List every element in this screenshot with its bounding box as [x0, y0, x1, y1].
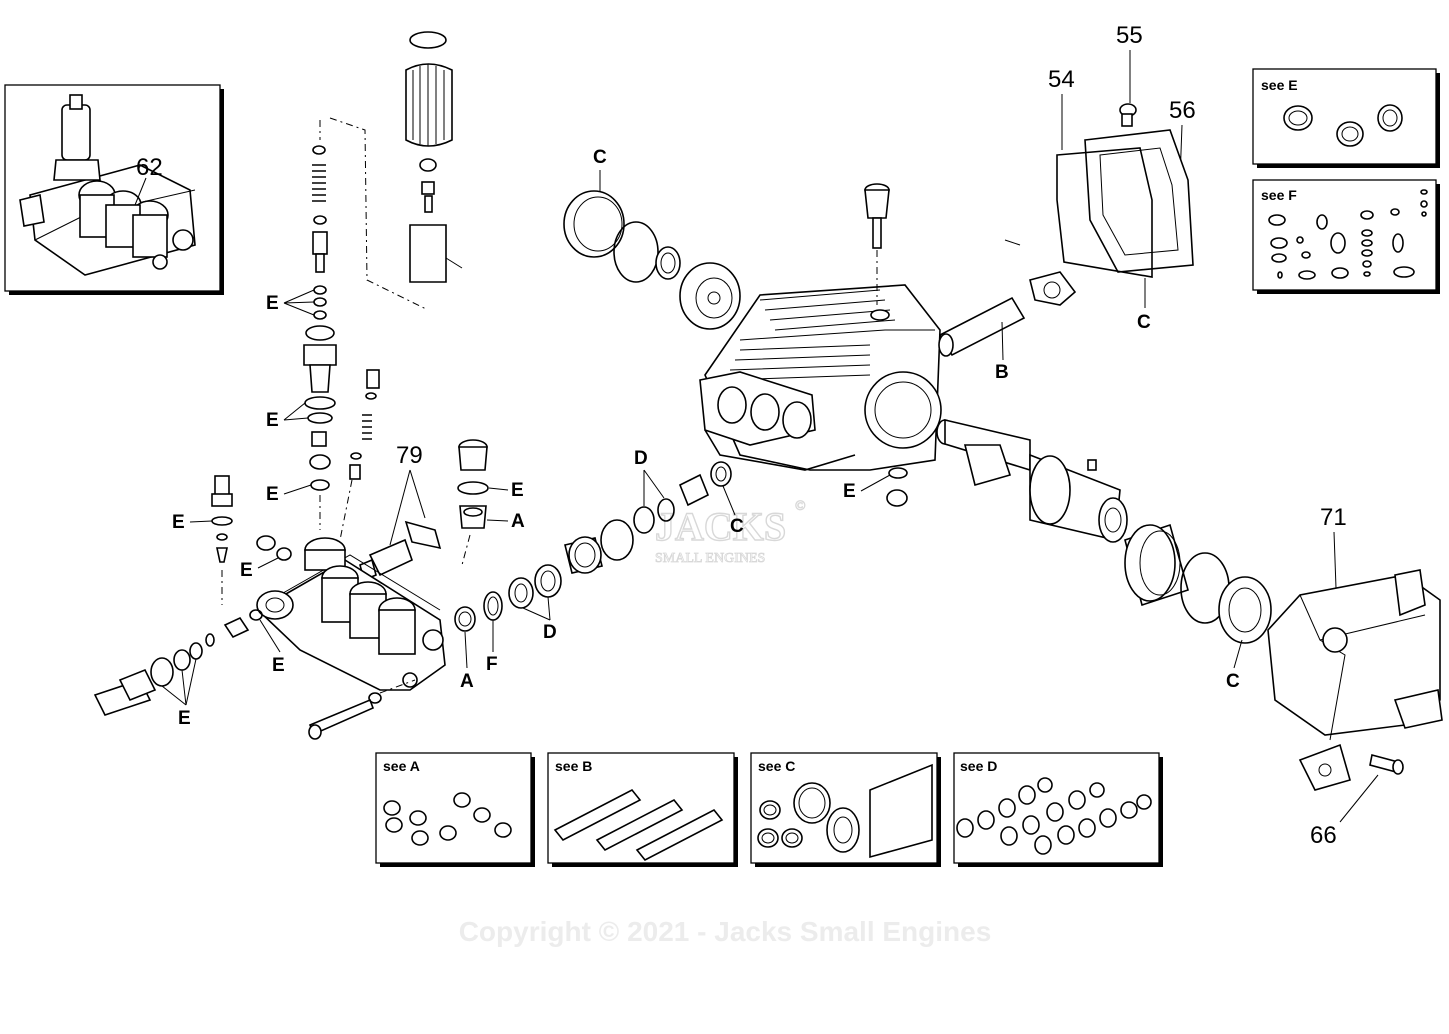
kit-label-c-4: C [1226, 671, 1240, 692]
kit-box-c[interactable]: see C [750, 752, 941, 867]
kit-label-c-3: C [1137, 312, 1151, 333]
connecting-rod[interactable]: B [938, 239, 1077, 383]
kit-label-e-9: E [843, 481, 856, 502]
watermark-logo-sub: SMALL ENGINES [655, 551, 765, 566]
manifold-head[interactable]: E [223, 537, 446, 740]
watermark: JACKS © SMALL ENGINES Copyright © 2021 -… [459, 499, 992, 947]
watermark-logo: JACKS [655, 504, 786, 549]
left-fittings[interactable]: E E [172, 475, 292, 605]
kit-box-e[interactable]: see E [1252, 68, 1440, 168]
kit-box-b[interactable]: see B [547, 752, 738, 867]
kit-box-a-label: see A [383, 758, 420, 774]
kit-box-c-label: see C [758, 758, 795, 774]
part-number-62: 62 [136, 154, 163, 181]
part-number-66: 66 [1310, 822, 1337, 849]
kit-label-d-2: D [634, 448, 648, 469]
kit-label-c-1: C [730, 516, 744, 537]
kit-box-d[interactable]: see D [953, 752, 1163, 867]
part-number-71: 71 [1320, 504, 1347, 531]
kit-label-e-1: E [266, 293, 279, 314]
part-number-56: 56 [1169, 97, 1196, 124]
bearing-row-top[interactable]: C [563, 147, 741, 330]
crankshaft[interactable]: E [843, 418, 1128, 543]
watermark-copyright: Copyright © 2021 - Jacks Small Engines [459, 916, 992, 947]
kit-box-b-label: see B [555, 758, 592, 774]
kit-label-e-3: E [266, 484, 279, 505]
kit-label-b: B [995, 362, 1009, 383]
kit-box-e-label: see E [1261, 77, 1298, 93]
kit-label-d-1: D [543, 622, 557, 643]
kit-box-f-label: see F [1261, 187, 1297, 203]
kit-label-e-5: E [172, 512, 185, 533]
kit-label-c-2: C [593, 147, 607, 168]
kit-label-e-6: E [240, 560, 253, 581]
rear-cover[interactable]: 55 54 56 C [1048, 22, 1196, 333]
fittings-79[interactable]: 79 [359, 442, 442, 582]
kit-label-e-8: E [178, 708, 191, 729]
mounting-bracket[interactable]: 71 66 [1267, 504, 1443, 849]
plug-assembly[interactable]: E A [457, 439, 525, 566]
kit-box-a[interactable]: see A [375, 752, 535, 867]
kit-label-a-2: A [460, 671, 474, 692]
part-number-79: 79 [396, 442, 423, 469]
bearing-row-right[interactable]: C [1124, 523, 1272, 692]
part-number-54: 54 [1048, 66, 1075, 93]
part-number-55: 55 [1116, 22, 1143, 49]
unloader-assembly[interactable]: E E E [266, 31, 463, 541]
kit-box-f[interactable]: see F [1252, 179, 1440, 294]
kit-label-f: F [486, 654, 498, 675]
outlet-fitting[interactable]: E [93, 633, 215, 729]
inset-manifold-62[interactable]: 62 [4, 84, 224, 295]
kit-label-a-1: A [511, 511, 525, 532]
kit-label-e-7: E [272, 655, 285, 676]
kit-label-e-4: E [511, 480, 524, 501]
kit-box-d-label: see D [960, 758, 997, 774]
packing-row[interactable]: A F D D C [454, 448, 744, 692]
watermark-logo-mark: © [795, 499, 806, 514]
kit-label-e-2: E [266, 410, 279, 431]
crankcase[interactable] [699, 183, 942, 471]
